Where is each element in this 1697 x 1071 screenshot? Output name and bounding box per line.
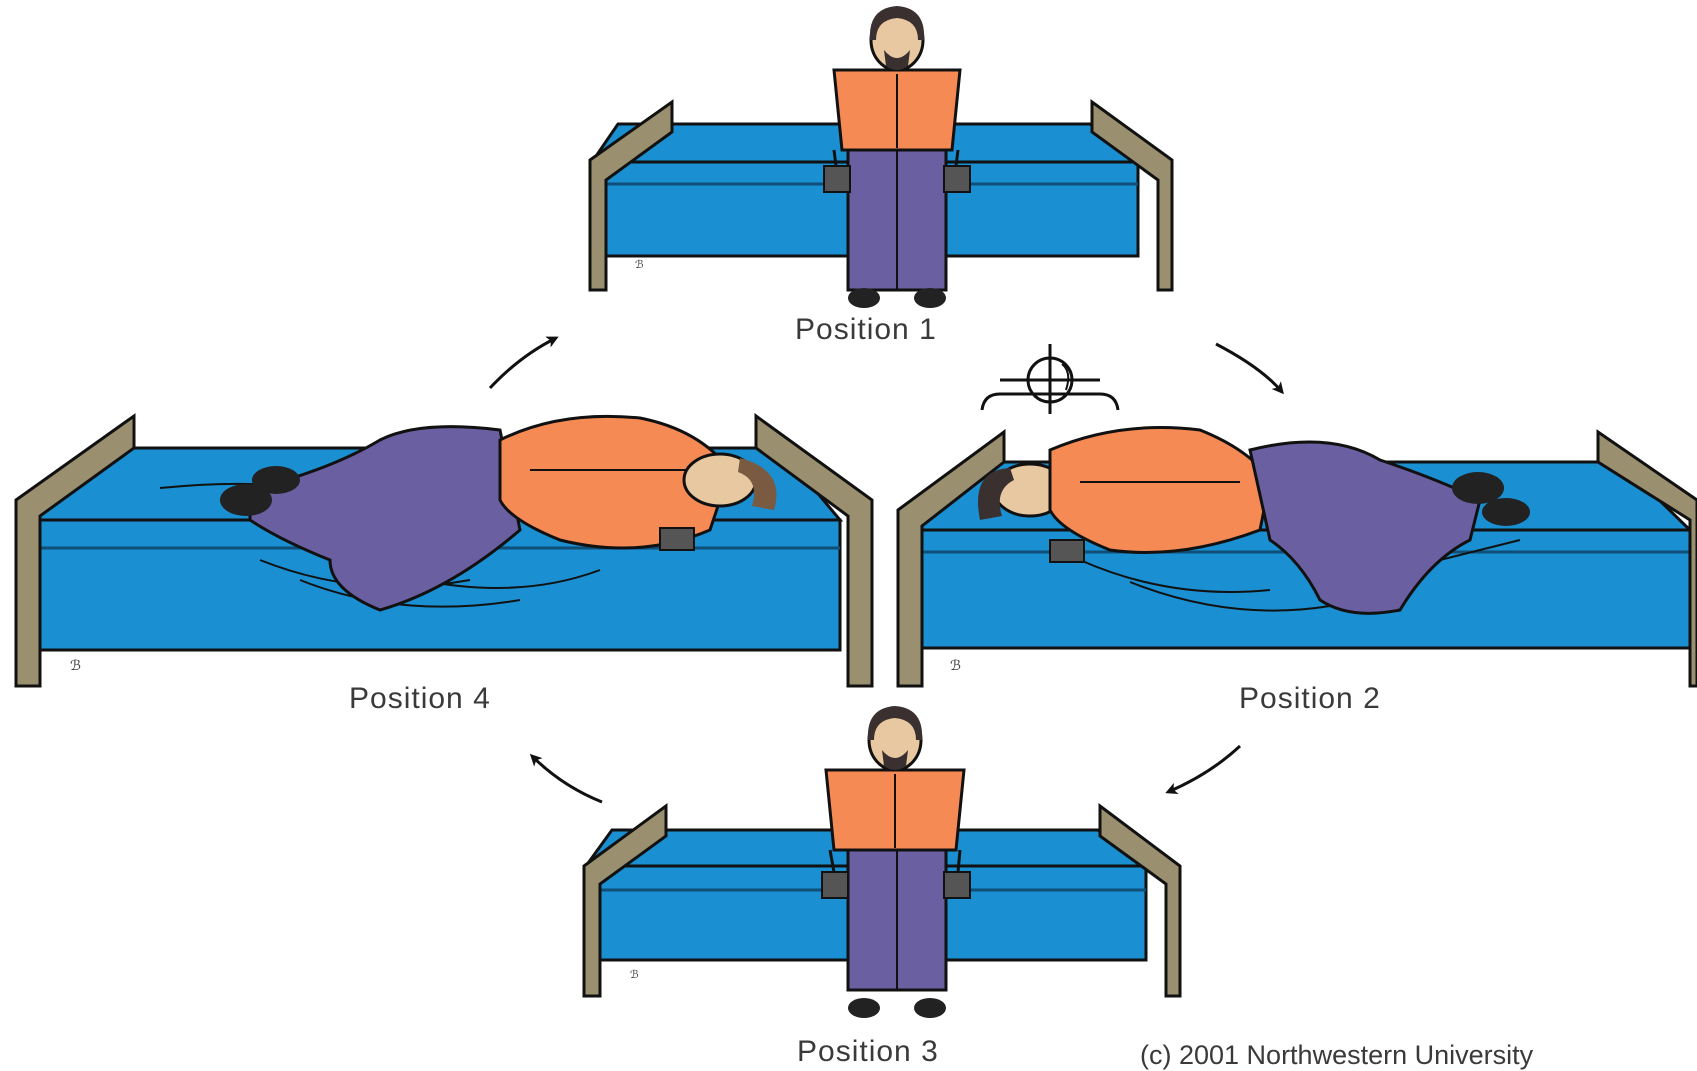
svg-text:ℬ: ℬ [70,657,81,673]
position-3-illustration: ℬ [584,706,1180,1018]
arrow-4-to-1 [490,338,556,388]
position-4-illustration: ℬ [16,416,872,686]
arrow-2-to-3 [1168,746,1240,792]
position-2-label: Position 2 [1239,682,1381,716]
svg-text:ℬ: ℬ [635,259,644,271]
svg-text:ℬ: ℬ [630,969,639,981]
arrow-3-to-4 [532,756,602,802]
copyright-notice: (c) 2001 Northwestern University [1140,1040,1533,1071]
position-1-illustration: ℬ [590,6,1172,308]
head-rotation-symbol-icon [982,344,1118,414]
svg-text:ℬ: ℬ [950,657,961,673]
position-4-label: Position 4 [349,682,491,716]
position-3-label: Position 3 [797,1035,939,1069]
arrow-1-to-2 [1216,344,1282,392]
position-2-illustration: ℬ [898,344,1697,686]
position-1-label: Position 1 [795,313,937,347]
